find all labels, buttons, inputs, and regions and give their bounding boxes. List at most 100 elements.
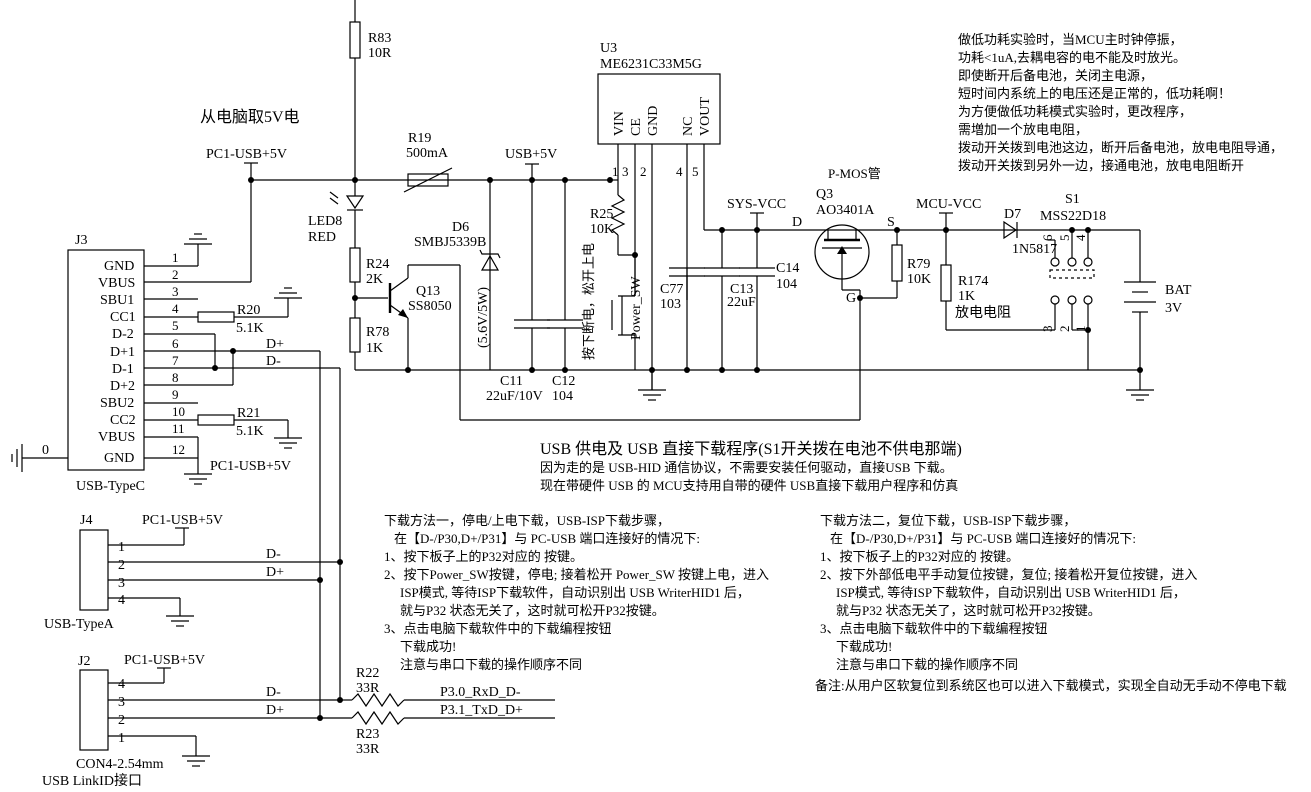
method2-line-1: 下载方法二，复位下载，USB-ISP下载步骤， [820, 513, 1076, 528]
c14-value: 104 [776, 277, 797, 292]
j3-pin4-name: CC1 [110, 310, 136, 325]
led8-diode: LED8 RED [308, 180, 365, 248]
u3-pinnum-5: 5 [692, 164, 699, 179]
j3-pin6-name: D+1 [110, 345, 135, 360]
r78-ref: R78 [366, 325, 389, 340]
c12-value: 104 [552, 389, 573, 404]
j2-dplus-label: D+ [266, 703, 284, 718]
j2-con4-connector: J2 CON4-2.54mm USB LinkID接口 4 3 2 1 D- D… [42, 653, 343, 789]
c12-capacitor: C12 104 [547, 180, 583, 404]
r24-value: 2K [366, 272, 383, 287]
c77-value: 103 [660, 297, 681, 312]
d7-value: 1N5817 [1012, 242, 1057, 257]
method1-line-8: 下载成功! [400, 639, 456, 654]
low-power-line-1: 做低功耗实验时，当MCU主时钟停振， [958, 32, 1183, 47]
usb-supply-note: USB 供电及 USB 直接下载程序(S1开关拨在电池不供电那端) 因为走的是 … [540, 440, 962, 493]
u3-pinnum-4: 4 [676, 164, 683, 179]
method1-line-4: 2、按下Power_SW按键，停电; 接着松开 Power_SW 按键上电，进入 [384, 567, 769, 582]
r23-value: 33R [356, 742, 380, 757]
method1-line-9: 注意与串口下载的操作顺序不同 [400, 657, 582, 672]
j2-pc1-label: PC1-USB+5V [124, 653, 205, 668]
low-power-line-2: 功耗<1uA,去耦电容的电不能及时放光。 [958, 50, 1186, 65]
j4-pin-3: 3 [118, 576, 125, 591]
j3-pin7-name: D-1 [112, 362, 134, 377]
r20-resistor: R20 5.1K [197, 287, 302, 336]
r22-value: 33R [356, 681, 380, 696]
method1-line-1: 下载方法一，停电/上电下载，USB-ISP下载步骤， [384, 513, 670, 528]
s1-pin-3: 3 [1040, 326, 1055, 333]
j3-pin7-num: 7 [172, 353, 179, 368]
method2-line-5: ISP模式, 等待ISP下载软件，自动识别出 USB WriterHID1 后， [836, 585, 1186, 600]
s1-pin-6: 6 [1040, 234, 1055, 241]
pmos-note: P-MOS管 [828, 166, 881, 181]
sys-vcc-label: SYS-VCC [727, 197, 786, 212]
r20-ref: R20 [237, 303, 260, 318]
txd-net-label: P3.1_TxD_D+ [440, 703, 523, 718]
j4-pc1-label: PC1-USB+5V [142, 513, 223, 528]
j3-pin11-num: 11 [172, 421, 185, 436]
power-sw-button: Power_SW 按下断电，松开上电 [581, 243, 644, 370]
r21-resistor: R21 5.1K [197, 406, 302, 449]
method2-line-6: 就与P32 状态无关了，这时就可松开P32按键。 [836, 603, 1101, 618]
r19-ref: R19 [408, 131, 431, 146]
j3-shield-ground: 0 [11, 443, 68, 472]
j3-pin11-name: VBUS [98, 430, 135, 445]
q13-transistor: Q13 SS8050 [355, 264, 460, 373]
r20-value: 5.1K [236, 321, 264, 336]
method1-line-3: 1、按下板子上的P32对应的 按键。 [384, 549, 583, 564]
j3-pin5-name: D-2 [112, 327, 134, 342]
r79-ref: R79 [907, 257, 930, 272]
r21-ref: R21 [237, 406, 260, 421]
j3-pin-list: GND VBUS SBU1 CC1 D-2 D+1 D-1 D+2 SBU2 C… [98, 250, 185, 466]
r22-resistor: R22 33R P3.0_RxD_D- [340, 666, 555, 708]
low-power-line-8: 拨动开关拨到另外一边，接通电池，放电电阻断开 [958, 158, 1244, 173]
s1-slide-switch: S1 MSS22D18 6 5 4 3 2 1 [1040, 192, 1106, 370]
d6-tvs-diode: D6 SMBJ5339B (5.6V/5W) [414, 180, 501, 370]
j2-pin-4: 4 [118, 677, 125, 692]
s1-pin-1: 1 [1073, 326, 1088, 333]
rxd-net-label: P3.0_RxD_D- [440, 685, 521, 700]
u3-pin-nc: NC [681, 117, 696, 136]
r83-resistor: R83 10R [349, 21, 392, 61]
j3-gnd-top [184, 233, 212, 266]
c11-capacitor: C11 22uF/10V [486, 180, 550, 404]
j3-pin10-name: CC2 [110, 413, 136, 428]
q3-value: AO3401A [816, 203, 875, 218]
j4-dminus-label: D- [266, 547, 281, 562]
method2-line-8: 下载成功! [836, 639, 892, 654]
bat-ref: BAT [1165, 283, 1192, 298]
r24-resistor: R24 2K [349, 247, 389, 287]
u3-pinnum-3: 3 [622, 164, 629, 179]
s1-ref: S1 [1065, 192, 1080, 207]
r19-fuse: R19 500mA [403, 131, 453, 193]
c14-capacitor: C14 104 [739, 230, 799, 370]
method2-line-3: 1、按下板子上的P32对应的 按键。 [820, 549, 1019, 564]
download-method-one: 下载方法一，停电/上电下载，USB-ISP下载步骤， 在【D-/P30,D+/P… [384, 513, 769, 672]
r83-ref: R83 [368, 31, 391, 46]
j3-pin8-name: D+2 [110, 379, 135, 394]
remark-line: 备注:从用户区软复位到系统区也可以进入下载模式，实现全自动无手动不停电下载 [815, 678, 1287, 693]
usb5v-label: USB+5V [505, 147, 557, 162]
r24-ref: R24 [366, 257, 389, 272]
j2-name: CON4-2.54mm [76, 757, 164, 772]
pc1-usb5v-label: PC1-USB+5V [206, 147, 287, 162]
low-power-line-3: 即使断开后备电池，关闭主电源， [958, 68, 1153, 83]
j3-pin3-num: 3 [172, 284, 179, 299]
j3-pin2-num: 2 [172, 267, 179, 282]
j2-pin-1: 1 [118, 731, 125, 746]
bat-battery: BAT 3V [1124, 230, 1192, 373]
r22-ref: R22 [356, 666, 379, 681]
j3-pin1-num: 1 [172, 250, 179, 265]
u3-pin-gnd: GND [646, 106, 661, 136]
s1-pin-5: 5 [1057, 235, 1072, 242]
r79-value: 10K [907, 272, 931, 287]
u3-pinnum-2: 2 [640, 164, 647, 179]
method2-line-9: 注意与串口下载的操作顺序不同 [836, 657, 1018, 672]
j2-dminus-label: D- [266, 685, 281, 700]
r19-value: 500mA [406, 146, 449, 161]
led8-ref: LED8 [308, 214, 342, 229]
c14-ref: C14 [776, 261, 799, 276]
ground-rail [355, 369, 1154, 401]
method2-line-7: 3、点击电脑下载软件中的下载编程按钮 [820, 621, 1048, 636]
